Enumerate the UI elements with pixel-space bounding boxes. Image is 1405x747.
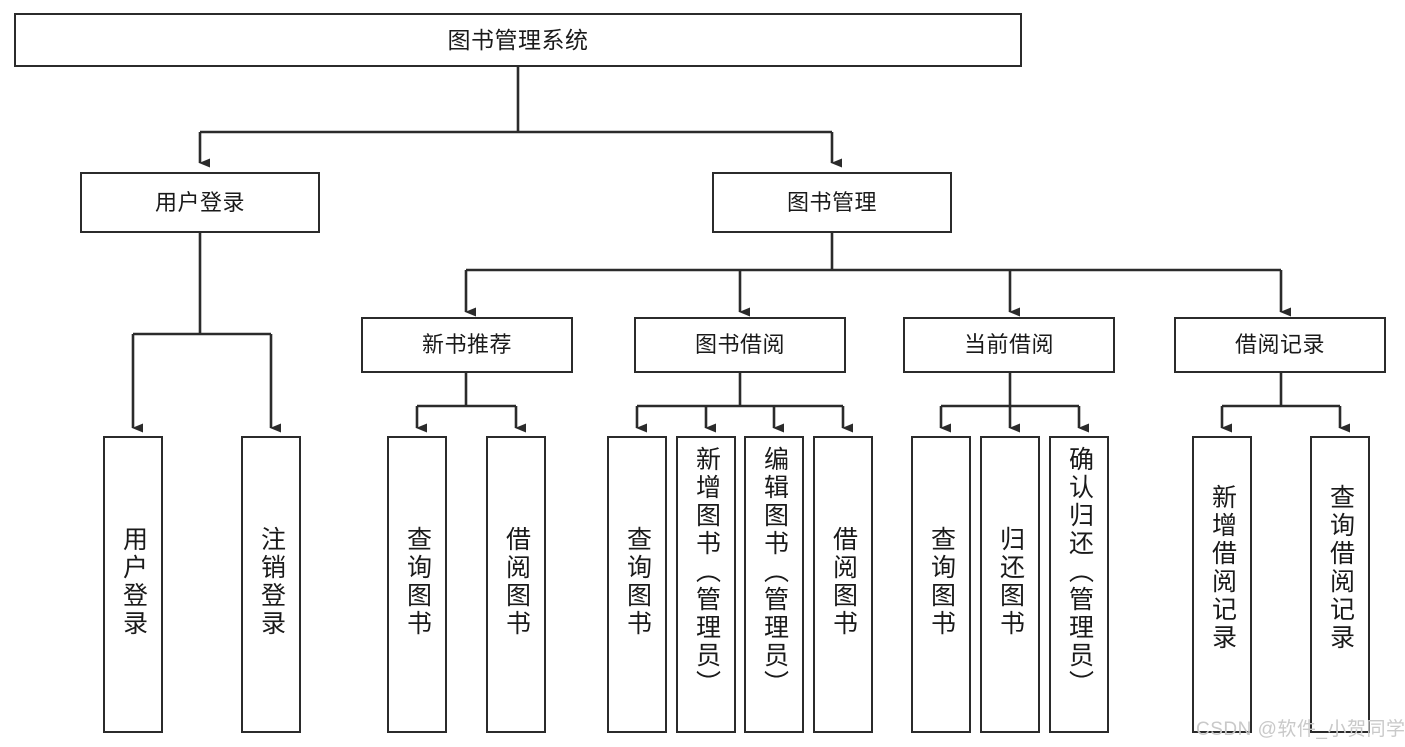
node-leaf-borrow-book-2[interactable]: 借阅图书 <box>813 436 873 733</box>
node-leaf-query-book-1-label: 查询图书 <box>403 526 432 638</box>
node-leaf-return-book[interactable]: 归还图书 <box>980 436 1040 733</box>
node-leaf-query-book-1[interactable]: 查询图书 <box>387 436 447 733</box>
node-leaf-confirm-return[interactable]: 确认归还（管理员） <box>1049 436 1109 733</box>
node-current-borrow-label: 当前借阅 <box>963 332 1054 358</box>
node-user-login-label: 用户登录 <box>154 189 245 215</box>
node-leaf-add-record-label: 新增借阅记录 <box>1208 484 1237 652</box>
node-leaf-query-book-2[interactable]: 查询图书 <box>607 436 667 733</box>
node-leaf-return-book-label: 归还图书 <box>996 526 1025 638</box>
node-leaf-logout-login[interactable]: 注销登录 <box>241 436 301 733</box>
node-root-book-management-system[interactable]: 图书管理系统 <box>14 13 1022 67</box>
node-leaf-add-record[interactable]: 新增借阅记录 <box>1192 436 1252 733</box>
node-leaf-add-book[interactable]: 新增图书（管理员） <box>676 436 736 733</box>
node-book-management-label: 图书管理 <box>786 189 877 215</box>
node-leaf-edit-book-label: 编辑图书（管理员） <box>760 446 789 698</box>
node-leaf-add-book-label: 新增图书（管理员） <box>692 446 721 698</box>
node-new-book-recommend[interactable]: 新书推荐 <box>361 317 573 373</box>
node-leaf-edit-book[interactable]: 编辑图书（管理员） <box>744 436 804 733</box>
node-book-borrow[interactable]: 图书借阅 <box>634 317 846 373</box>
node-leaf-query-book-2-label: 查询图书 <box>623 526 652 638</box>
csdn-watermark: CSDN @软件_小贺同学 <box>1196 719 1405 740</box>
node-borrow-record[interactable]: 借阅记录 <box>1174 317 1386 373</box>
node-leaf-user-login[interactable]: 用户登录 <box>103 436 163 733</box>
node-leaf-user-login-label: 用户登录 <box>119 526 148 638</box>
node-leaf-query-record-label: 查询借阅记录 <box>1326 484 1355 652</box>
node-leaf-borrow-book-1[interactable]: 借阅图书 <box>486 436 546 733</box>
node-root-label: 图书管理系统 <box>447 26 589 53</box>
node-leaf-query-book-3-label: 查询图书 <box>927 526 956 638</box>
node-leaf-borrow-book-1-label: 借阅图书 <box>502 526 531 638</box>
node-leaf-confirm-return-label: 确认归还（管理员） <box>1065 446 1094 698</box>
node-leaf-borrow-book-2-label: 借阅图书 <box>829 526 858 638</box>
node-leaf-query-record[interactable]: 查询借阅记录 <box>1310 436 1370 733</box>
node-leaf-logout-login-label: 注销登录 <box>257 526 286 638</box>
node-book-management[interactable]: 图书管理 <box>712 172 952 233</box>
node-user-login[interactable]: 用户登录 <box>80 172 320 233</box>
node-leaf-query-book-3[interactable]: 查询图书 <box>911 436 971 733</box>
node-new-book-recommend-label: 新书推荐 <box>421 332 512 358</box>
node-current-borrow[interactable]: 当前借阅 <box>903 317 1115 373</box>
node-borrow-record-label: 借阅记录 <box>1234 332 1325 358</box>
node-book-borrow-label: 图书借阅 <box>694 332 785 358</box>
